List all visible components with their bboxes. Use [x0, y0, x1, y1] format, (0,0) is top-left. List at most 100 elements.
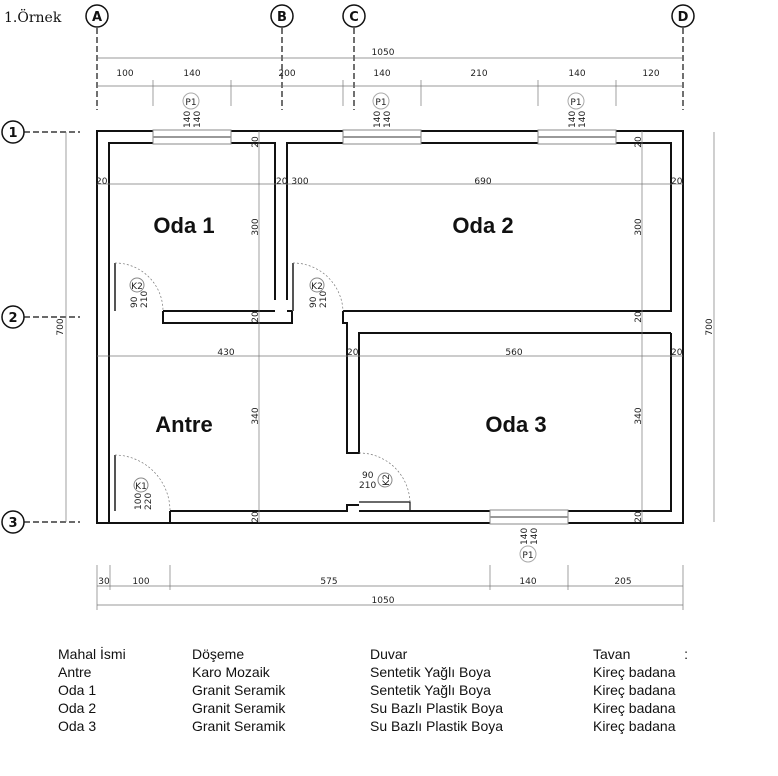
svg-text:C: C [349, 10, 359, 25]
svg-text:P1: P1 [570, 98, 581, 108]
svg-text:100: 100 [132, 577, 149, 587]
svg-text:20: 20 [347, 348, 359, 358]
svg-text:340: 340 [634, 407, 644, 424]
axis-bubble-3: 3 [1, 510, 25, 534]
room-label-oda2: Oda 2 [452, 213, 513, 238]
room-label-oda1: Oda 1 [153, 213, 214, 238]
svg-text:140: 140 [568, 69, 585, 79]
svg-text:20: 20 [634, 511, 644, 523]
svg-text:90: 90 [362, 471, 374, 481]
svg-text:1050: 1050 [372, 596, 395, 606]
room-label-antre: Antre [155, 412, 212, 437]
svg-text:D: D [678, 10, 689, 25]
svg-text:575: 575 [320, 577, 337, 587]
axis-bubble-2: 2 [1, 305, 25, 329]
axis-bubble-D: D [671, 4, 695, 28]
svg-text:300: 300 [291, 177, 308, 187]
svg-text:90: 90 [130, 296, 140, 308]
svg-text:30: 30 [98, 577, 110, 587]
header-duvar: Duvar [370, 646, 408, 662]
svg-text:140: 140 [383, 111, 393, 128]
svg-text:140: 140 [193, 111, 203, 128]
room-label-oda3: Oda 3 [485, 412, 546, 437]
svg-text:300: 300 [634, 218, 644, 235]
header-tavan: Tavan [593, 646, 631, 662]
axis-bubble-1: 1 [1, 120, 25, 144]
plan-title: 1.Örnek [4, 8, 62, 26]
svg-text:20: 20 [671, 177, 683, 187]
table-header: Mahal İsmi Döşeme Duvar Tavan: [58, 645, 688, 663]
svg-text:20: 20 [251, 136, 261, 148]
left-height-dim: 700 [56, 318, 66, 335]
svg-text:210: 210 [359, 481, 376, 491]
svg-text:690: 690 [474, 177, 491, 187]
svg-text:140: 140 [183, 69, 200, 79]
svg-text:20: 20 [634, 311, 644, 323]
window-top-3 [537, 129, 617, 145]
svg-text:200: 200 [278, 69, 295, 79]
svg-text:140: 140 [578, 111, 588, 128]
svg-text:120: 120 [642, 69, 659, 79]
svg-text:1050: 1050 [372, 48, 395, 58]
svg-text:K2: K2 [311, 282, 323, 292]
header-mahal: Mahal İsmi [58, 646, 126, 662]
svg-text:220: 220 [144, 493, 154, 510]
svg-text:K2: K2 [131, 282, 143, 292]
svg-text:20: 20 [251, 511, 261, 523]
interior-dimensions: 300 690 430 560 300 300 340 340 20 20 20… [96, 131, 683, 523]
window-top-1 [152, 129, 232, 145]
axis-lines [24, 28, 684, 523]
svg-text:140: 140 [183, 111, 193, 128]
svg-text:140: 140 [530, 528, 540, 545]
svg-text:20: 20 [96, 177, 108, 187]
svg-text:P1: P1 [375, 98, 386, 108]
svg-text:210: 210 [140, 291, 150, 308]
header-colon: : [684, 646, 688, 662]
window-bottom [489, 509, 569, 525]
svg-text:100: 100 [116, 69, 133, 79]
svg-text:205: 205 [614, 577, 631, 587]
svg-text:A: A [92, 10, 102, 25]
svg-text:20: 20 [671, 348, 683, 358]
svg-text:340: 340 [251, 407, 261, 424]
svg-text:210: 210 [470, 69, 487, 79]
svg-text:140: 140 [519, 577, 536, 587]
svg-text:20: 20 [634, 136, 644, 148]
svg-text:560: 560 [505, 348, 522, 358]
svg-text:K2: K2 [382, 474, 392, 486]
svg-text:140: 140 [373, 69, 390, 79]
svg-text:P1: P1 [522, 551, 533, 561]
svg-text:430: 430 [217, 348, 234, 358]
window-top-2 [342, 129, 422, 145]
axis-bubble-B: B [270, 4, 294, 28]
svg-text:210: 210 [319, 291, 329, 308]
svg-text:K1: K1 [135, 482, 147, 492]
svg-text:140: 140 [373, 111, 383, 128]
bottom-dimensions: 30 100 575 140 205 1050 [96, 565, 684, 610]
svg-text:1: 1 [8, 126, 17, 141]
svg-text:90: 90 [309, 296, 319, 308]
svg-text:140: 140 [568, 111, 578, 128]
svg-text:140: 140 [520, 528, 530, 545]
svg-text:300: 300 [251, 218, 261, 235]
svg-text:B: B [277, 10, 287, 25]
axis-bubble-A: A [85, 4, 109, 28]
svg-text:3: 3 [8, 516, 17, 531]
svg-text:20: 20 [276, 177, 288, 187]
axis-bubble-C: C [342, 4, 366, 28]
right-height-dim: 700 [705, 318, 715, 335]
